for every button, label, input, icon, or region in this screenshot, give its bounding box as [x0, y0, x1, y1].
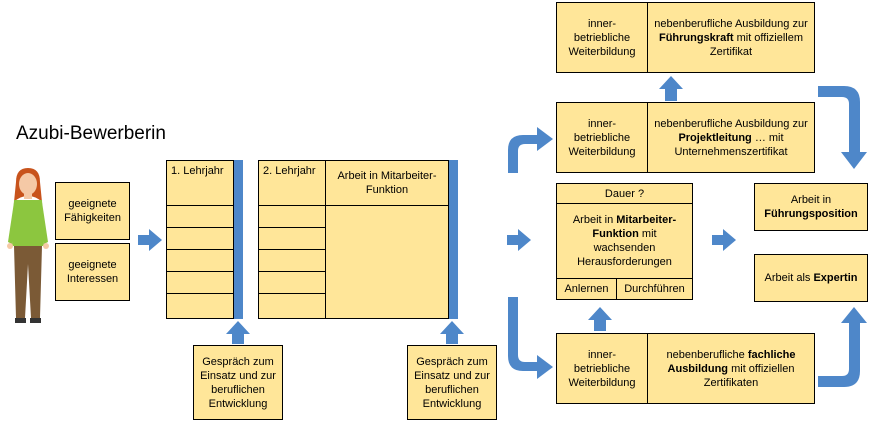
duration-label: Dauer ?: [604, 187, 645, 200]
upper-training-right: nebenberufliche Ausbildung zur Projektle…: [647, 102, 815, 173]
year2-function-label: Arbeit in Mitarbeiter-Funktion: [337, 170, 437, 196]
duration-cell: Dauer ?: [556, 183, 693, 204]
year2-function-body: [325, 205, 449, 319]
learn-cell: Anlernen: [556, 278, 617, 300]
up-arrow-icon: [226, 321, 250, 344]
skills-label: geeignete Fähigkeiten: [64, 198, 121, 224]
work-function-label: Arbeit in Mitarbeiter-Funktion mit wachs…: [572, 214, 677, 268]
talk-label-1: Gespräch zum Einsatz und zur beruflichen…: [200, 355, 276, 410]
learn-label: Anlernen: [564, 283, 609, 295]
curved-down-right-arrow-icon: [508, 297, 553, 379]
top-training-left-label: inner-betriebliche Weiterbildung: [568, 17, 636, 58]
lower-training-right: nebenberufliche fachliche Ausbildung mit…: [647, 333, 815, 404]
year1-progress-bar: [234, 160, 243, 319]
up-arrow-icon: [659, 76, 683, 101]
skills-box: geeignete Fähigkeiten: [55, 182, 130, 240]
upper-training-right-label: nebenberufliche Ausbildung zur Projektle…: [654, 117, 808, 158]
top-training-right: nebenberufliche Ausbildung zur Führungsk…: [647, 2, 815, 73]
interests-box: geeignete Interessen: [55, 243, 130, 301]
year1-header: 1. Lehrjahr: [171, 165, 224, 177]
lower-training-right-label: nebenberufliche fachliche Ausbildung mit…: [666, 348, 796, 389]
lower-training-left: inner-betriebliche Weiterbildung: [556, 333, 648, 404]
interests-label: geeignete Interessen: [66, 259, 119, 285]
year2-function-cell: Arbeit in Mitarbeiter-Funktion: [325, 160, 449, 206]
do-cell: Durchführen: [616, 278, 693, 300]
leadership-box: Arbeit in Führungsposition: [754, 183, 868, 231]
page-title: Azubi-Bewerberin: [16, 123, 166, 144]
curved-down-arrow-icon: [818, 86, 867, 169]
talk-box-2: Gespräch zum Einsatz und zur beruflichen…: [407, 345, 497, 420]
upper-training-left-label: inner-betriebliche Weiterbildung: [568, 117, 636, 158]
talk-box-1: Gespräch zum Einsatz und zur beruflichen…: [193, 345, 283, 420]
curved-up-arrow-icon: [818, 307, 867, 387]
up-arrow-icon: [440, 321, 464, 344]
year2-progress-bar: [449, 160, 458, 319]
top-training-right-label: nebenberufliche Ausbildung zur Führungsk…: [654, 17, 808, 58]
right-arrow-icon: [507, 229, 531, 251]
do-label: Durchführen: [624, 283, 685, 295]
lower-training-left-label: inner-betriebliche Weiterbildung: [568, 348, 636, 389]
year1-row: [166, 293, 234, 319]
year2-header: 2. Lehrjahr: [263, 165, 316, 177]
leadership-label: Arbeit in Führungsposition: [764, 194, 858, 220]
expert-label: Arbeit als Expertin: [764, 272, 858, 284]
applicant-figure: [7, 168, 49, 323]
up-arrow-icon: [588, 307, 612, 331]
year2-row: [258, 293, 326, 319]
right-arrow-icon: [138, 229, 162, 251]
right-arrow-icon: [712, 229, 736, 251]
upper-training-left: inner-betriebliche Weiterbildung: [556, 102, 648, 173]
work-function-cell: Arbeit in Mitarbeiter-Funktion mit wachs…: [556, 203, 693, 279]
talk-label-2: Gespräch zum Einsatz und zur beruflichen…: [414, 355, 490, 410]
curved-up-right-arrow-icon: [508, 127, 553, 173]
expert-box: Arbeit als Expertin: [754, 254, 868, 302]
